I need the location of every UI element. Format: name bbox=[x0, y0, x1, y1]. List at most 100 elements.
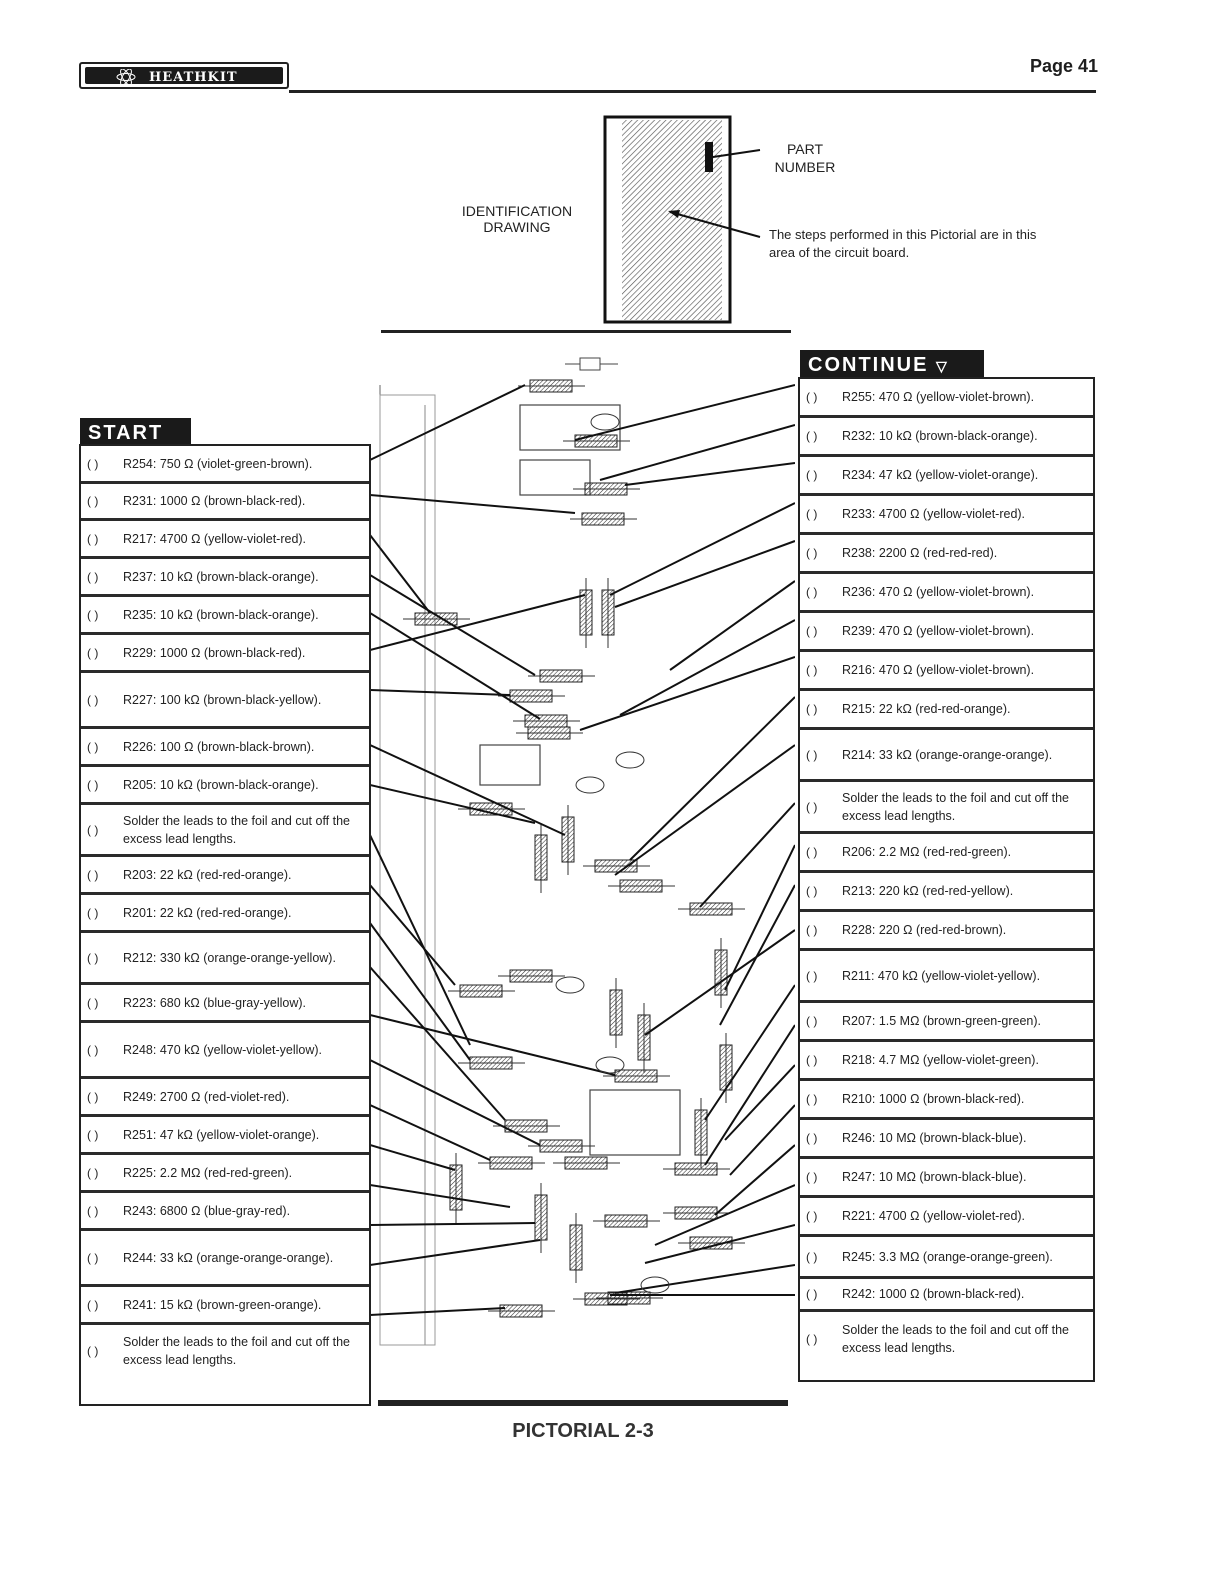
step-text: R239: 470 Ω (yellow-violet-brown). bbox=[842, 624, 1035, 638]
resistor bbox=[619, 879, 663, 893]
step-checkbox[interactable]: ( ) bbox=[87, 1203, 99, 1218]
resistor bbox=[584, 482, 628, 496]
step-checkbox[interactable]: ( ) bbox=[87, 950, 99, 965]
pictorial-caption: PICTORIAL 2-3 bbox=[512, 1420, 654, 1442]
step-item: ( )R232: 10 kΩ (brown-black-orange). bbox=[800, 418, 1093, 457]
step-checkbox[interactable]: ( ) bbox=[806, 624, 818, 638]
step-text: R247: 10 MΩ (brown-black-blue). bbox=[842, 1170, 1027, 1184]
step-checkbox[interactable]: ( ) bbox=[87, 692, 99, 707]
step-item: ( )R206: 2.2 MΩ (red-red-green). bbox=[800, 834, 1093, 873]
step-item: ( ) R211: 470 kΩ (yellow-violet-yellow). bbox=[800, 951, 1093, 1003]
step-checkbox[interactable]: ( ) bbox=[806, 585, 818, 599]
logo-text: HEATHKIT bbox=[149, 70, 238, 85]
leader-line bbox=[370, 1144, 456, 1171]
resistor bbox=[609, 989, 623, 1036]
step-checkbox[interactable]: ( ) bbox=[806, 1332, 818, 1346]
leader-line bbox=[704, 984, 795, 1121]
step-checkbox[interactable]: ( ) bbox=[806, 923, 818, 937]
step-checkbox[interactable]: ( ) bbox=[806, 1209, 818, 1223]
step-text: R212: 330 kΩ (orange-orange-yellow). bbox=[123, 950, 336, 965]
leader-line bbox=[724, 844, 795, 991]
step-item: ( )R214: 33 kΩ (orange-orange-orange). bbox=[800, 730, 1093, 782]
step-text: R216: 470 Ω (yellow-violet-brown). bbox=[842, 663, 1035, 677]
step-item: ( )R229: 1000 Ω (brown-black-red). bbox=[81, 635, 369, 673]
step-checkbox[interactable]: ( ) bbox=[87, 494, 99, 508]
step-checkbox[interactable]: ( ) bbox=[806, 747, 818, 762]
step-checkbox[interactable]: ( ) bbox=[87, 739, 99, 754]
step-text: R228: 220 Ω (red-red-brown). bbox=[842, 923, 1007, 937]
leader-line bbox=[614, 540, 795, 608]
step-checkbox[interactable]: ( ) bbox=[87, 531, 99, 546]
step-text: R234: 47 kΩ (yellow-violet-orange). bbox=[842, 468, 1039, 482]
step-checkbox[interactable]: ( ) bbox=[806, 845, 818, 859]
step-checkbox[interactable]: ( ) bbox=[806, 507, 818, 521]
step-checkbox[interactable]: ( ) bbox=[806, 429, 818, 443]
step-text: R235: 10 kΩ (brown-black-orange). bbox=[123, 607, 319, 622]
step-text: R226: 100 Ω (brown-black-brown). bbox=[123, 739, 315, 754]
step-checkbox[interactable]: ( ) bbox=[806, 546, 818, 560]
step-checkbox[interactable]: ( ) bbox=[87, 1042, 99, 1057]
step-checkbox[interactable]: ( ) bbox=[87, 905, 99, 920]
step-checkbox[interactable]: ( ) bbox=[87, 456, 99, 471]
step-checkbox[interactable]: ( ) bbox=[806, 884, 818, 898]
step-item: ( )Solder the leads to the foil and cut … bbox=[800, 1312, 1093, 1366]
step-item: ( )R201: 22 kΩ (red-red-orange). bbox=[81, 895, 369, 933]
step-checkbox[interactable]: ( ) bbox=[806, 390, 818, 404]
step-checkbox[interactable]: ( ) bbox=[87, 645, 99, 660]
step-checkbox[interactable]: ( ) bbox=[87, 1127, 99, 1142]
step-item: ( ) R235: 10 kΩ (brown-black-orange). bbox=[81, 597, 369, 635]
step-checkbox[interactable]: ( ) bbox=[806, 799, 818, 814]
start-tab: START ▼ bbox=[80, 418, 191, 472]
step-text: R231: 1000 Ω (brown-black-red). bbox=[123, 494, 306, 508]
resistor bbox=[569, 1224, 583, 1271]
step-item: ( ) R212: 330 kΩ (orange-orange-yellow). bbox=[81, 933, 369, 985]
step-item: ( )Solder the leads to the foil and cut … bbox=[81, 805, 369, 857]
step-item: ( ) R216: 470 Ω (yellow-violet-brown). bbox=[800, 652, 1093, 691]
step-item: ( ) R247: 10 MΩ (brown-black-blue). bbox=[800, 1159, 1093, 1198]
step-checkbox[interactable]: ( ) bbox=[806, 1287, 818, 1301]
step-checkbox[interactable]: ( ) bbox=[87, 1165, 99, 1180]
step-checkbox[interactable]: ( ) bbox=[87, 1344, 99, 1358]
step-text: R242: 1000 Ω (brown-black-red). bbox=[842, 1287, 1025, 1301]
step-checkbox[interactable]: ( ) bbox=[806, 1014, 818, 1028]
step-checkbox[interactable]: ( ) bbox=[87, 867, 99, 882]
leader-line bbox=[370, 612, 541, 720]
board-outline-drawing bbox=[603, 115, 761, 324]
leader-line bbox=[370, 534, 431, 614]
step-item: ( ) R233: 4700 Ω (yellow-violet-red). bbox=[800, 496, 1093, 535]
step-checkbox[interactable]: ( ) bbox=[806, 1249, 818, 1264]
step-checkbox[interactable]: ( ) bbox=[87, 777, 99, 792]
resistor bbox=[504, 1119, 548, 1133]
step-checkbox[interactable]: ( ) bbox=[87, 995, 99, 1010]
resistor bbox=[579, 589, 593, 636]
step-text: R238: 2200 Ω (red-red-red). bbox=[842, 546, 998, 560]
step-checkbox[interactable]: ( ) bbox=[87, 1089, 99, 1104]
step-text: R221: 4700 Ω (yellow-violet-red). bbox=[842, 1209, 1026, 1223]
step-item: ( )R213: 220 kΩ (red-red-yellow). bbox=[800, 873, 1093, 912]
diagram-top-rule bbox=[381, 330, 791, 333]
leader-line bbox=[724, 1064, 795, 1141]
step-checkbox[interactable]: ( ) bbox=[87, 569, 99, 584]
id-title-line1: IDENTIFICATION bbox=[461, 203, 573, 219]
step-checkbox[interactable]: ( ) bbox=[806, 1170, 818, 1184]
step-text: R211: 470 kΩ (yellow-violet-yellow). bbox=[842, 968, 1041, 983]
step-text: R233: 4700 Ω (yellow-violet-red). bbox=[842, 507, 1026, 521]
step-text: R236: 470 Ω (yellow-violet-brown). bbox=[842, 585, 1035, 599]
step-checkbox[interactable]: ( ) bbox=[87, 822, 99, 837]
leader-line bbox=[579, 656, 795, 731]
step-checkbox[interactable]: ( ) bbox=[806, 1131, 818, 1145]
step-checkbox[interactable]: ( ) bbox=[87, 1250, 99, 1265]
step-checkbox[interactable]: ( ) bbox=[806, 968, 818, 983]
step-checkbox[interactable]: ( ) bbox=[806, 468, 818, 482]
step-checkbox[interactable]: ( ) bbox=[87, 1297, 99, 1312]
leader-line bbox=[370, 384, 526, 461]
step-item: ( )R215: 22 kΩ (red-red-orange). bbox=[800, 691, 1093, 730]
step-checkbox[interactable]: ( ) bbox=[806, 1053, 818, 1067]
step-checkbox[interactable]: ( ) bbox=[87, 607, 99, 622]
resistor bbox=[581, 512, 625, 526]
leader-line bbox=[644, 929, 795, 1036]
step-checkbox[interactable]: ( ) bbox=[806, 1092, 818, 1106]
capacitor bbox=[595, 1056, 625, 1074]
step-checkbox[interactable]: ( ) bbox=[806, 663, 818, 677]
step-checkbox[interactable]: ( ) bbox=[806, 702, 818, 716]
